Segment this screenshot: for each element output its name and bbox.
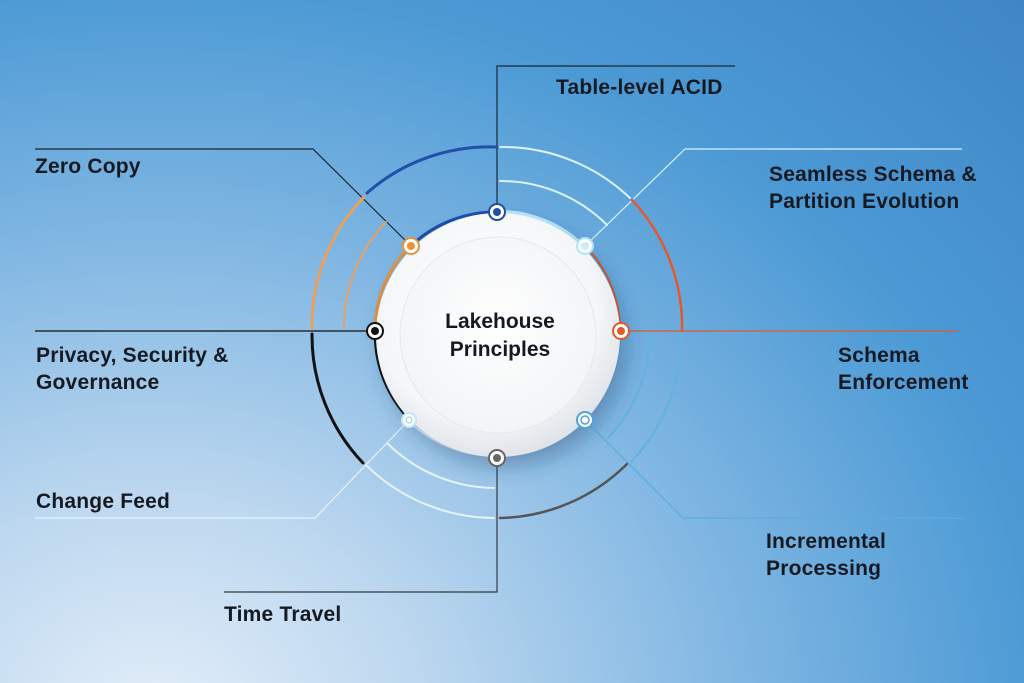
connector-seamless-schema	[584, 148, 962, 247]
arc-orange-red-outer	[630, 198, 684, 333]
label-seamless-schema-line2: Partition Evolution	[769, 190, 960, 213]
arc-black-outer	[310, 332, 365, 465]
connector-time-travel	[224, 458, 498, 593]
node-time-travel	[488, 449, 506, 467]
node-incremental-processing	[576, 411, 594, 429]
node-zero-copy	[402, 237, 420, 255]
arc-pale-outer	[366, 465, 495, 519]
label-incremental-processing: Incremental Processing	[766, 528, 886, 582]
label-schema-enforcement: Schema Enforcement	[838, 342, 969, 396]
label-incremental-processing-line2: Processing	[766, 557, 882, 580]
label-change-feed: Change Feed	[36, 488, 170, 515]
arc-sky-mid	[607, 333, 651, 439]
arc-sky-outer	[630, 333, 684, 463]
label-schema-enforcement-line2: Enforcement	[838, 371, 969, 394]
label-privacy-security: Privacy, Security & Governance	[36, 342, 229, 396]
node-change-feed	[401, 412, 417, 428]
arc-orange-inner	[373, 244, 412, 330]
label-seamless-schema-line1: Seamless Schema &	[769, 163, 977, 186]
center-title: Lakehouse Principles	[400, 308, 600, 364]
label-incremental-processing-line1: Incremental	[766, 530, 887, 553]
arc-navy-inner	[411, 210, 499, 246]
label-seamless-schema: Seamless Schema & Partition Evolution	[769, 161, 977, 215]
label-privacy-security-line1: Privacy, Security &	[36, 344, 229, 367]
label-table-level-acid-line1: Table-level ACID	[556, 76, 723, 99]
arc-cyan-inner	[498, 210, 585, 248]
label-zero-copy-line1: Zero Copy	[35, 155, 141, 178]
arc-orange-outer	[310, 195, 366, 330]
label-change-feed-line1: Change Feed	[36, 490, 171, 513]
arc-orange-mid	[342, 221, 387, 329]
connector-zero-copy	[35, 148, 412, 247]
arc-pale-mid	[387, 443, 495, 489]
center-title-line2: Principles	[449, 338, 551, 361]
arc-navy-outer	[365, 145, 499, 195]
connector-incremental-processing	[584, 419, 962, 519]
arc-black-inner	[373, 332, 409, 419]
arc-cyan-mid	[499, 179, 608, 226]
label-time-travel-line1: Time Travel	[224, 603, 342, 626]
center-disc-inner	[399, 236, 597, 434]
label-time-travel: Time Travel	[224, 601, 341, 628]
arc-cyan-outer	[499, 145, 631, 199]
label-zero-copy: Zero Copy	[35, 153, 141, 180]
label-table-level-acid: Table-level ACID	[556, 74, 723, 101]
node-privacy-security	[366, 322, 384, 340]
node-schema-enforcement	[612, 322, 630, 340]
connector-table-level-acid	[496, 65, 735, 212]
connector-change-feed	[35, 419, 410, 519]
label-schema-enforcement-line1: Schema	[838, 344, 920, 367]
arc-gray-outer	[498, 462, 629, 520]
node-table-level-acid	[488, 203, 506, 221]
node-seamless-schema	[576, 237, 594, 255]
label-privacy-security-line2: Governance	[36, 371, 160, 394]
node-markers	[366, 203, 630, 467]
arc-orange-red-inner	[585, 246, 622, 332]
center-title-line1: Lakehouse	[445, 310, 555, 333]
